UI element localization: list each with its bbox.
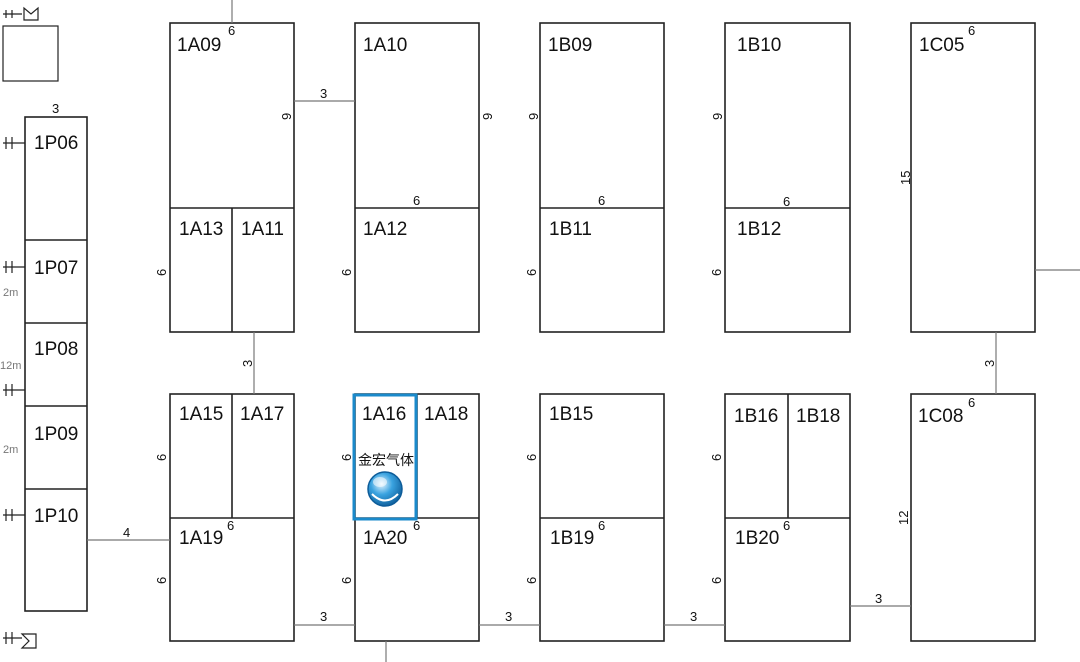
company-logo-icon [367,471,403,507]
p-column [24,116,88,612]
booth-label: 1B15 [549,404,593,425]
dim-label: 6 [709,269,724,276]
dim-label: 6 [598,518,605,533]
dim-label: 6 [154,454,169,461]
dim-label: 6 [783,194,790,209]
booth-label: 1A20 [363,528,407,549]
booth-label: 1B18 [796,406,840,427]
booth-label: 1B19 [550,528,594,549]
booth-label: 1A10 [363,35,407,56]
booth-1C08[interactable] [910,393,1036,642]
booth-label: 1A19 [179,528,223,549]
booth-label: 1B10 [737,35,781,56]
dim-label: 12 [896,511,911,525]
dim-label: 6 [413,518,420,533]
small-box [2,25,59,82]
column-marker-icon [3,384,25,396]
dim-label: 9 [480,113,495,120]
booth-label: 1A16 [362,404,406,425]
dim-label: 6 [339,577,354,584]
dim-label: 4 [123,525,130,540]
dim-label: 3 [690,609,697,624]
booth-label: 1A15 [179,404,223,425]
dim-label: 6 [524,577,539,584]
column-marker-icon [3,6,39,21]
booth-label: 1P07 [34,258,78,279]
booth-label: 1C05 [919,35,964,56]
booth-label: 1A09 [177,35,221,56]
dim-label: 6 [227,518,234,533]
dim-label: 6 [524,269,539,276]
booth-label: 1B16 [734,406,778,427]
dim-label: 3 [320,609,327,624]
dim-label: 6 [154,269,169,276]
booth-1B09-block[interactable] [539,22,665,333]
dim-label: 15 [898,171,913,185]
dim-label: 3 [240,360,255,367]
booth-1C05[interactable] [910,22,1036,333]
dim-label: 6 [524,454,539,461]
booth-label: 1C08 [918,406,963,427]
dim-label: 6 [228,23,235,38]
booth-label: 1B11 [549,219,592,240]
booth-label: 1P10 [34,506,78,527]
column-marker-icon [3,137,25,149]
highlight-box[interactable] [352,393,418,521]
booth-label: 1A13 [179,219,223,240]
column-marker-icon [3,632,37,649]
booth-label: 1A12 [363,219,407,240]
edge-fragment: 2m [3,444,18,456]
booth-1B10-block[interactable] [724,22,851,333]
booth-label: 1A11 [241,219,284,240]
dim-label: 6 [339,454,354,461]
booth-label: 1B09 [548,35,592,56]
dim-label: 3 [52,101,59,116]
dim-label: 6 [783,518,790,533]
dim-label: 6 [154,577,169,584]
booth-label: 1B20 [735,528,779,549]
dim-label: 6 [968,395,975,410]
dim-label: 6 [413,193,420,208]
dim-label: 6 [968,23,975,38]
dim-label: 6 [598,193,605,208]
dim-label: 3 [875,591,882,606]
booth-label: 1P06 [34,133,78,154]
booth-label: 1A18 [424,404,468,425]
dim-label: 9 [526,113,541,120]
booth-1A10-block[interactable] [354,22,480,333]
column-marker-icon [3,261,25,273]
booth-label: 1P08 [34,339,78,360]
dim-label: 3 [505,609,512,624]
dim-label: 9 [710,113,725,120]
company-name: 金宏气体 [358,452,414,468]
edge-fragment: 2m [3,287,18,299]
dim-label: 6 [709,454,724,461]
dim-label: 6 [339,269,354,276]
edge-fragment: 12m [0,360,21,372]
booth-label: 1P09 [34,424,78,445]
dim-label: 6 [709,577,724,584]
booth-label: 1B12 [737,219,781,240]
dim-label: 9 [279,113,294,120]
booth-label: 1A17 [240,404,284,425]
column-marker-icon [3,509,25,521]
dim-label: 3 [320,86,327,101]
dim-label: 3 [982,360,997,367]
